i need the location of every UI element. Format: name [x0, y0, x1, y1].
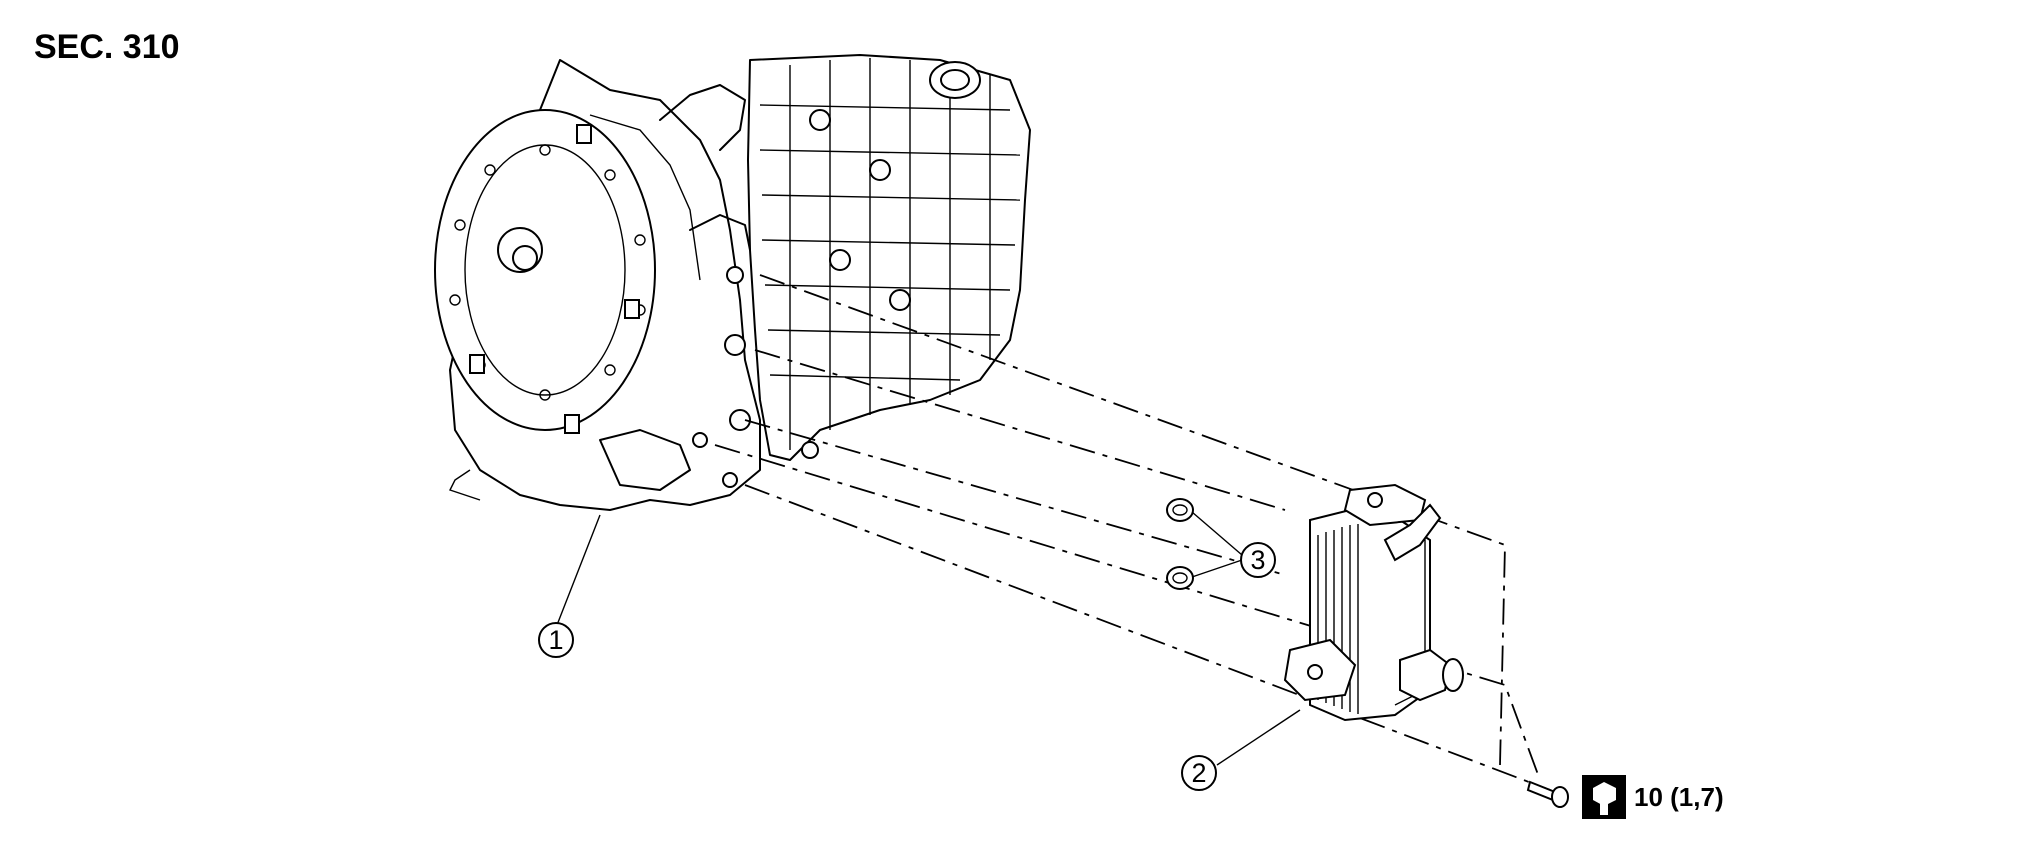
cooler-mounting-bolt [1526, 780, 1569, 808]
callout-leaders [556, 511, 1301, 766]
disc-studs [469, 124, 640, 434]
svg-text:2: 2 [1191, 758, 1206, 788]
torque-value: 10 (1,7) [1634, 782, 1724, 812]
transaxle-assembly [434, 59, 761, 511]
svg-text:3: 3 [1250, 545, 1265, 575]
converter-disc [434, 109, 656, 431]
valve-body [747, 54, 1031, 461]
cooler-upper-pipe [1383, 503, 1442, 562]
o-ring-upper [1166, 498, 1194, 522]
torque-spec: 10 (1,7) [1582, 775, 1724, 819]
o-ring-lower [1166, 566, 1194, 590]
callout-2: 2 [1181, 755, 1217, 791]
svg-text:1: 1 [548, 625, 563, 655]
fluid-cooler [1283, 483, 1464, 722]
callout-3: 3 [1240, 542, 1276, 578]
o-rings [1166, 498, 1194, 590]
callout-1: 1 [538, 622, 574, 658]
section-label: SEC. 310 [34, 28, 180, 66]
cooler-lower-pipe [1399, 648, 1452, 702]
alignment-lines [714, 274, 1551, 791]
